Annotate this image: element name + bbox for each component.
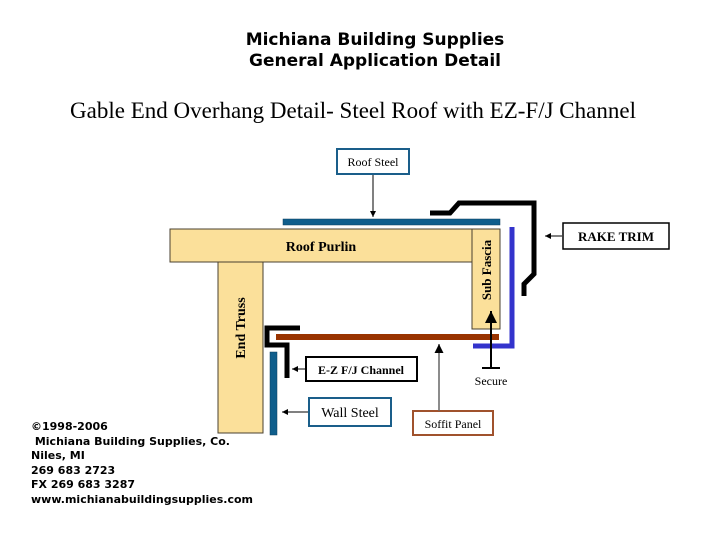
- diagram-title: Gable End Overhang Detail- Steel Roof wi…: [70, 98, 636, 123]
- wall-steel-callout: [308, 397, 392, 427]
- end-truss: [217, 261, 264, 434]
- soffit-panel-label: Soffit Panel: [425, 417, 482, 431]
- copyright: ©1998-2006: [31, 420, 108, 433]
- sub-fascia-label: Sub Fascia: [479, 239, 494, 300]
- company-contact-info: ©1998-2006 Michiana Building Supplies, C…: [31, 420, 253, 508]
- fax-number: FX 269 683 3287: [31, 478, 136, 492]
- roof-purlin-label: Roof Purlin: [286, 240, 357, 255]
- roof-steel: [282, 218, 501, 226]
- roof-steel-callout: [336, 148, 410, 175]
- rake-trim: [430, 200, 537, 296]
- ez-channel-label: E-Z F/J Channel: [318, 363, 405, 377]
- wall-steel: [269, 351, 278, 436]
- secure-label: Secure: [475, 374, 508, 388]
- fascia-trim: [473, 227, 515, 349]
- wall-steel-label: Wall Steel: [321, 406, 379, 421]
- roof-purlin: [169, 228, 501, 263]
- soffit-panel: [276, 334, 499, 340]
- phone-number: 269 683 2723: [31, 463, 116, 477]
- rake-trim-callout: [562, 222, 670, 250]
- website: www.michianabuildingsupplies.com: [31, 492, 253, 506]
- rake-trim-label: RAKE TRIM: [578, 229, 654, 244]
- end-truss-label: End Truss: [234, 297, 249, 359]
- document-type: General Application Detail: [249, 51, 501, 71]
- company-name: Michiana Building Supplies: [245, 30, 505, 50]
- company-full-name: Michiana Building Supplies, Co.: [31, 434, 230, 448]
- roof-steel-label: Roof Steel: [348, 155, 400, 169]
- company-location: Niles, MI: [31, 449, 85, 463]
- soffit-panel-callout: [412, 410, 494, 436]
- ez-channel-callout: [305, 356, 418, 382]
- ez-fj-channel: [264, 325, 300, 378]
- header: Michiana Building Supplies General Appli…: [0, 30, 720, 72]
